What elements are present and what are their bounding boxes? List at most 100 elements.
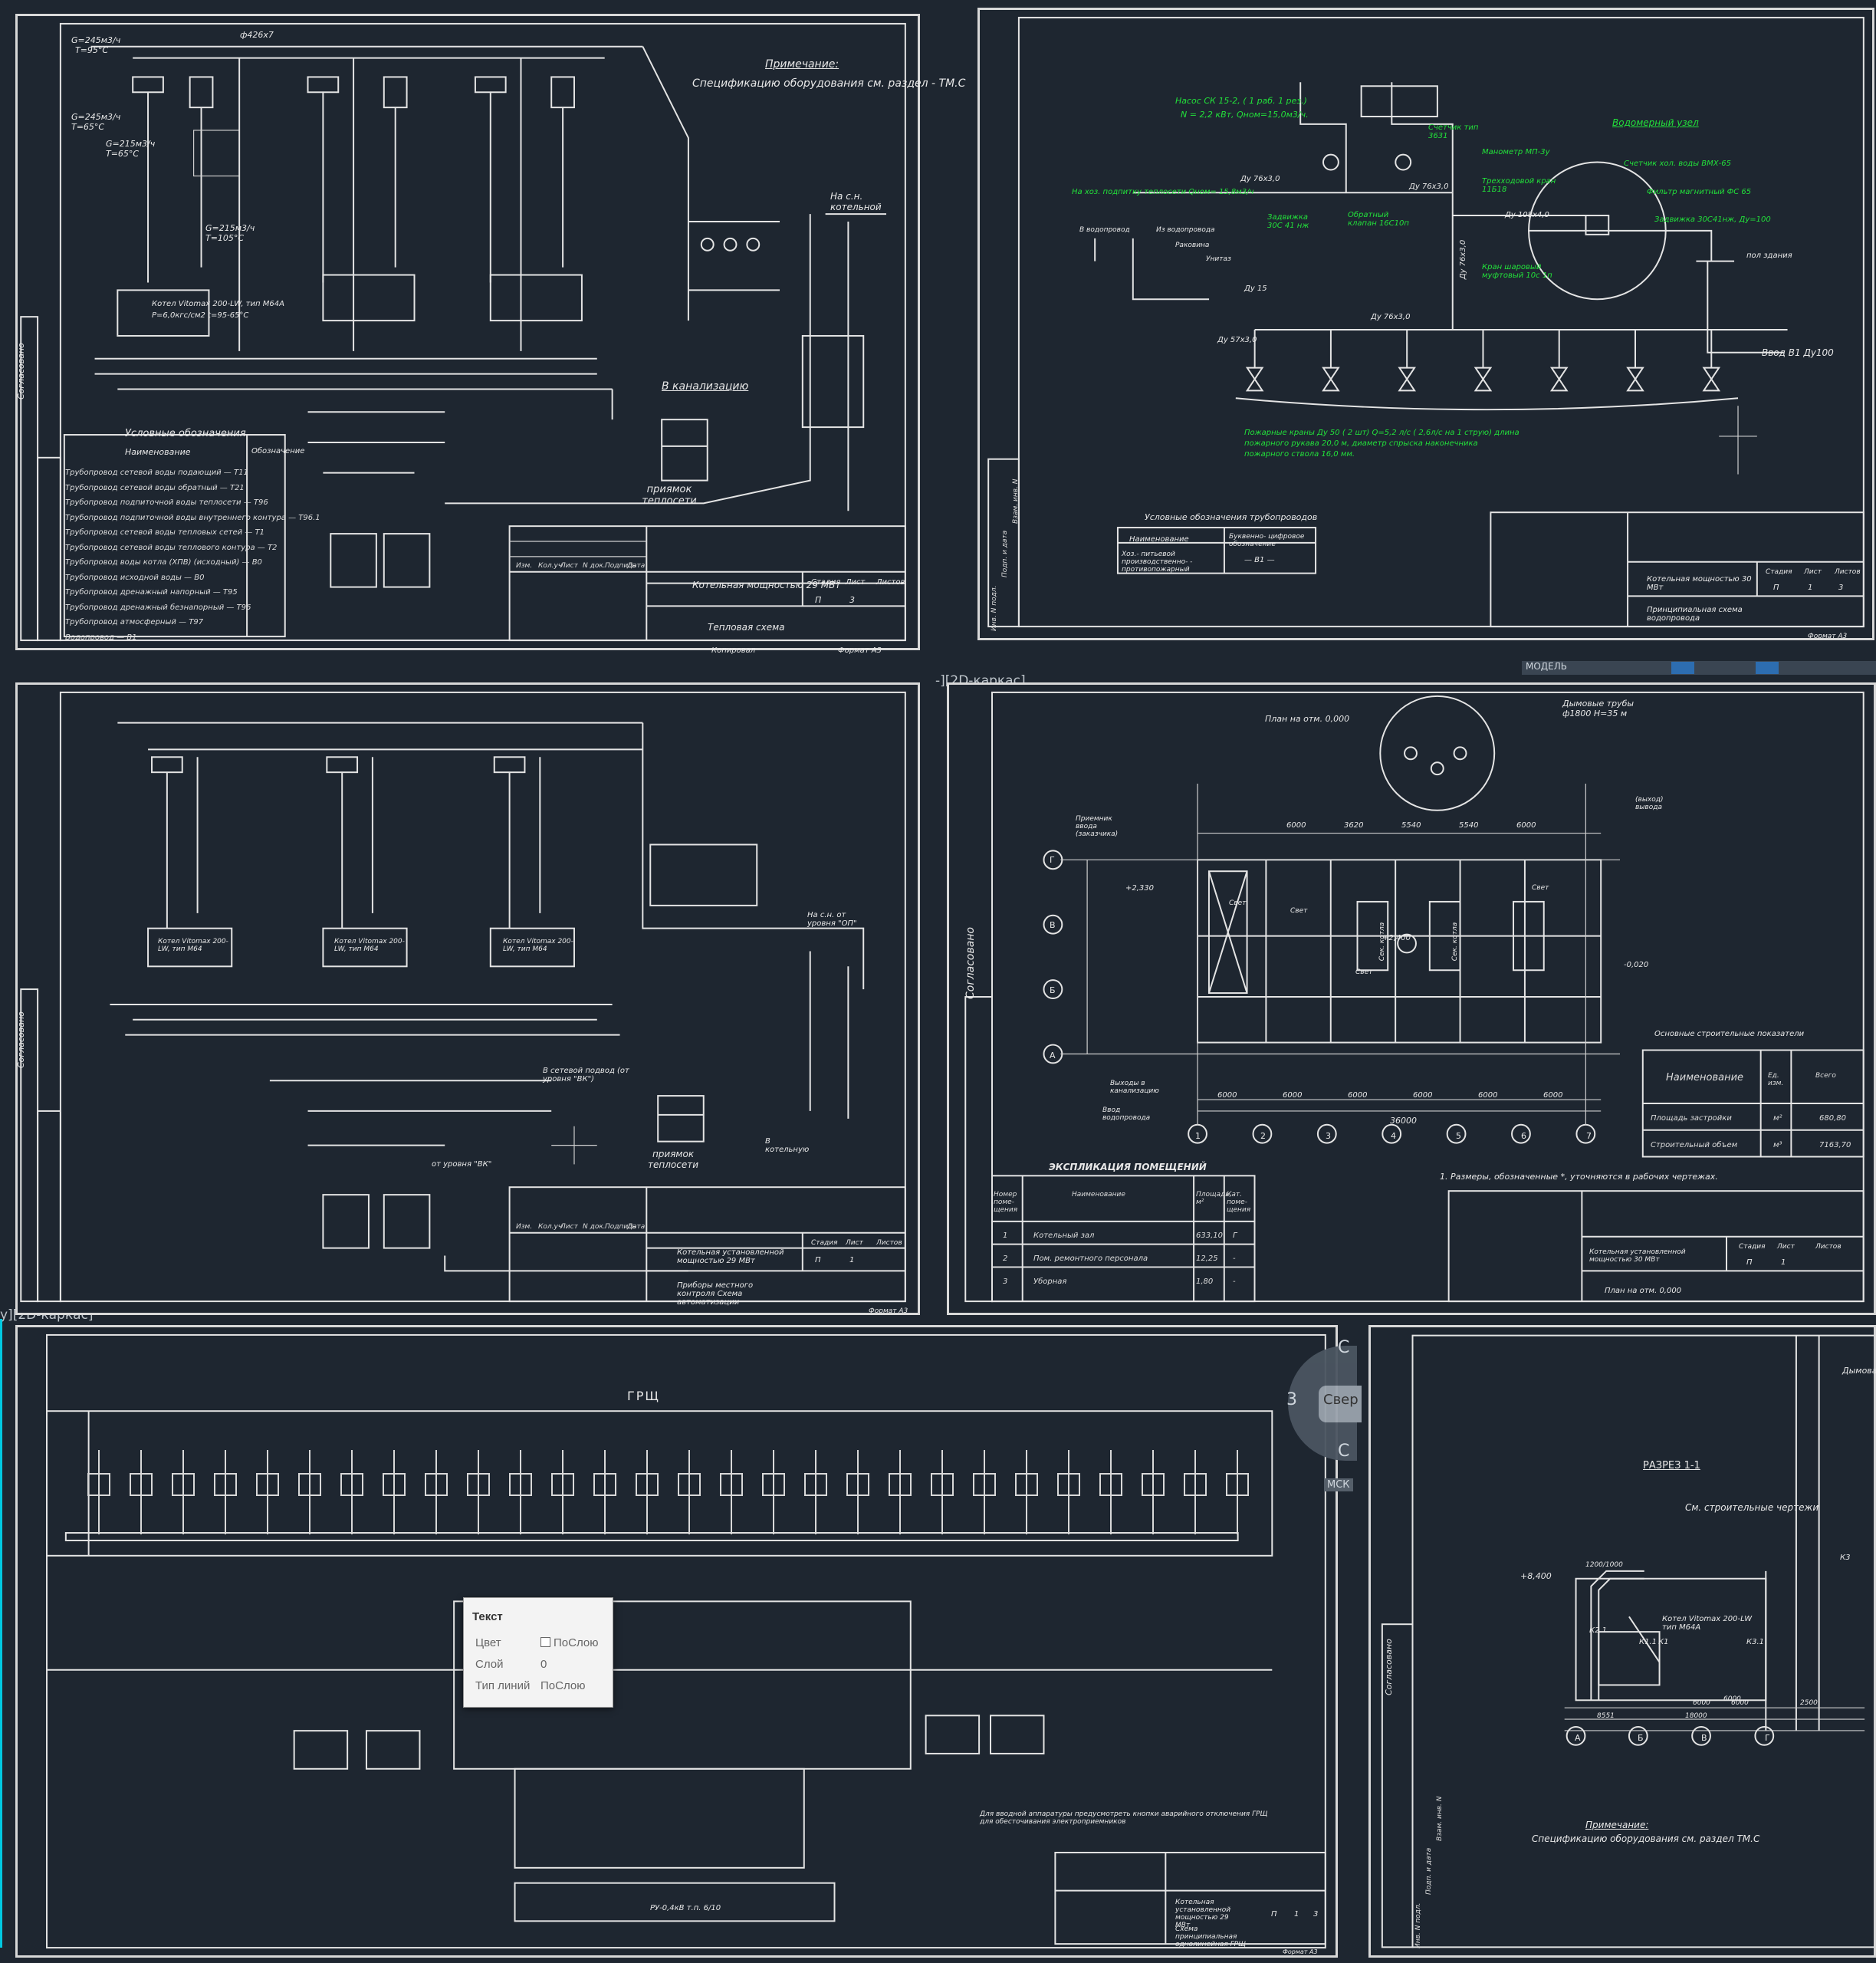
- thermal-scheme-drawing: [20, 22, 906, 642]
- level-label: от уровня "ВК": [432, 1160, 492, 1169]
- three-way-label: Трехходовой кран 11Б18: [1482, 177, 1556, 194]
- feeder-line: [1152, 1450, 1154, 1534]
- stamp4-h-stage: Стадия: [1739, 1243, 1766, 1251]
- plan-title: План на отм. 0,000: [1265, 714, 1350, 724]
- popup-value-linetype[interactable]: ПоСлою: [540, 1679, 586, 1692]
- feeder-breaker: [973, 1473, 996, 1496]
- filter-label: Фильтр магнитный ФС 65: [1647, 188, 1752, 196]
- section-axis: В: [1701, 1733, 1707, 1743]
- from-water-main-label: В водопровод: [1079, 226, 1130, 234]
- see-note: См. строительные чертежи: [1685, 1502, 1819, 1513]
- feeder-line: [688, 1450, 690, 1534]
- feeder-line: [773, 1450, 774, 1534]
- flow-label-3: G=215м3/ч: [106, 139, 156, 149]
- stamp-h-sheets: Листов: [876, 578, 905, 587]
- supply-note: На хоз. подпитку теплосети Qном= 15,8м3/…: [1072, 188, 1254, 196]
- legend-row: Трубопровод сетевой воды обратный — Т21: [65, 483, 245, 492]
- sheet-switchboard[interactable]: ГРЩ Для вводной аппаратуры предусмотреть…: [15, 1325, 1338, 1958]
- section-k-label: К3: [1840, 1554, 1851, 1562]
- building-indicators-title: Основные строительные показатели: [1654, 1030, 1805, 1038]
- view-cube-face[interactable]: [1319, 1386, 1362, 1422]
- boiler-label: Котел Vitomax 200-LW, тип M64: [334, 938, 405, 953]
- bld-col: Наименование: [1666, 1072, 1744, 1083]
- feeder-breaker: [720, 1473, 743, 1496]
- section-note-text: Спецификацию оборудования см. раздел ТМ.…: [1532, 1833, 1760, 1844]
- stamp2-format: Формат А3: [1808, 633, 1848, 640]
- feeder-breaker: [804, 1473, 827, 1496]
- boiler-room-label: Сек. котла: [1451, 922, 1460, 962]
- sheet-water-supply[interactable]: Насос СК 15-2, ( 1 раб. 1 рез.) N = 2,2 …: [977, 8, 1874, 640]
- entry-label: Ввод водопровода: [1102, 1106, 1151, 1122]
- pit-label: Приемник ввода (заказчика): [1076, 815, 1119, 838]
- sheet-floor-plan[interactable]: План на отм. 0,000 Дымовые трубы ф1800 Н…: [947, 682, 1876, 1315]
- cold-meter-label: Счетчик хол. воды ВМХ-65: [1624, 159, 1731, 168]
- side-column-label: Инв. N подл.: [991, 585, 998, 631]
- legend-row: Трубопровод атмосферный — Т97: [65, 618, 204, 626]
- axis-number: 1: [1195, 1131, 1201, 1141]
- feeder-breaker: [1057, 1473, 1080, 1496]
- stamp-col: Изм.: [516, 1223, 533, 1231]
- exp-name: Пом. ремонтного персонала: [1033, 1254, 1148, 1263]
- msk-button[interactable]: МСК: [1324, 1478, 1353, 1491]
- stamp2-stage: П: [1773, 584, 1779, 592]
- popup-label-color: Цвет: [475, 1636, 501, 1649]
- stamp5-sheet-name: Схема принципиальная однолинейная ГРЩ: [1175, 1925, 1246, 1948]
- popup-value-layer[interactable]: 0: [540, 1658, 547, 1671]
- from-network-label: На с.н. котельной: [830, 191, 882, 212]
- checkbox-icon[interactable]: [540, 1637, 550, 1647]
- format-label: Формат А3: [838, 646, 882, 655]
- section-k-label: К2.1: [1589, 1626, 1608, 1635]
- exp-name: Котельный зал: [1033, 1231, 1095, 1240]
- sheet-thermal-scheme[interactable]: Примечание: Спецификацию оборудования см…: [15, 14, 965, 655]
- axis-number: 3: [1326, 1131, 1331, 1141]
- feeder-breaker: [593, 1473, 616, 1496]
- storage3-label: приямок теплосети: [648, 1149, 698, 1170]
- feeder-breaker: [931, 1473, 954, 1496]
- stamp2-sheet-name: Принципиальная схема водопровода: [1647, 606, 1743, 623]
- urinal-label: Унитаз: [1206, 255, 1231, 263]
- crosshair-cursor: [0, 1319, 2, 1948]
- feeder-breaker: [467, 1473, 490, 1496]
- popup-value-color[interactable]: ПоСлою: [540, 1636, 598, 1649]
- stamp2-h-sheet: Лист: [1804, 568, 1822, 576]
- model-tab[interactable]: МОДЕЛЬ: [1526, 661, 1568, 672]
- stamp-col: N док.: [583, 1223, 606, 1231]
- axis-number: 5: [1456, 1131, 1461, 1141]
- flow-label-2: G=245м3/ч: [71, 112, 121, 122]
- stamp4-title: Котельная установленной мощностью 30 МВт: [1589, 1248, 1686, 1264]
- feeder-line: [520, 1450, 521, 1534]
- stamp-sheet-name: Тепловая схема: [708, 622, 785, 633]
- dim-top: 3620: [1344, 821, 1364, 830]
- axis-letter: Г: [1050, 855, 1055, 865]
- legend-row: Трубопровод подпиточной воды теплосети —…: [65, 498, 268, 507]
- properties-popup[interactable]: Текст Цвет ПоСлою Слой 0 Тип линий ПоСло…: [463, 1597, 613, 1708]
- dim-top: 5540: [1401, 821, 1421, 830]
- du-6: Ду 76х3,0: [1371, 313, 1411, 321]
- feeder-line: [1194, 1450, 1196, 1534]
- exp-col: Кат. поме- щения: [1227, 1191, 1251, 1214]
- hydrant-note: Пожарные краны Ду 50 ( 2 шт) Q=5,2 л/с (…: [1244, 429, 1520, 459]
- feeder-breaker: [551, 1473, 574, 1496]
- popup-title: Текст: [472, 1610, 503, 1623]
- exp-col: Наименование: [1072, 1191, 1125, 1199]
- feeder-line: [478, 1450, 479, 1534]
- sink-label: Раковина: [1175, 242, 1210, 249]
- check-valve-label: Обратный клапан 16С10п: [1348, 211, 1409, 228]
- bld-name: Площадь застройки: [1651, 1114, 1732, 1123]
- stamp4-h-sheet: Лист: [1777, 1243, 1795, 1251]
- feeder-line: [309, 1450, 310, 1534]
- section-k-label: К1.1: [1639, 1638, 1658, 1646]
- exp-num: 3: [1003, 1277, 1008, 1286]
- toolbar-button-2[interactable]: [1756, 662, 1779, 674]
- dim-bottom: 6000: [1348, 1091, 1368, 1100]
- feeder-line: [646, 1450, 648, 1534]
- toolbar-button-1[interactable]: [1671, 662, 1694, 674]
- stamp4-h-sheets: Листов: [1815, 1243, 1842, 1251]
- dim-bottom: 6000: [1217, 1091, 1237, 1100]
- nav-top-letter: С: [1338, 1338, 1350, 1357]
- legend-row: Трубопровод исходной воды — В0: [65, 573, 205, 582]
- flow-label-4: G=215м3/ч: [205, 223, 255, 233]
- stamp-col: Изм.: [516, 562, 533, 570]
- sheet-section[interactable]: РАЗРЕЗ 1-1 См. строительные чертежи Коте…: [1368, 1325, 1876, 1958]
